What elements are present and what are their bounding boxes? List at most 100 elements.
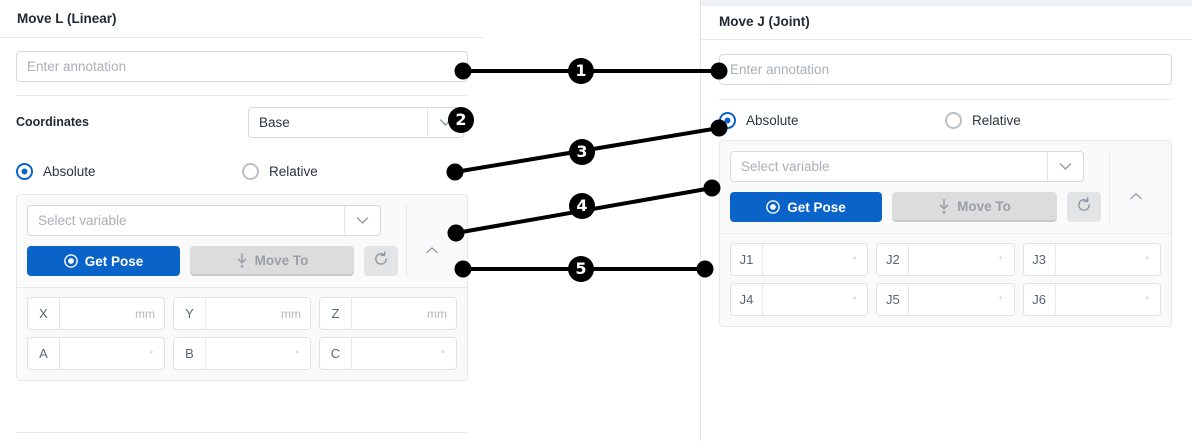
field-unit: ° — [441, 348, 445, 359]
field-key: C — [320, 338, 352, 369]
move-l-pose-controls: Select variable — [27, 205, 398, 276]
annotation-marker-5: 5 — [568, 256, 594, 282]
move-l-field-row: X mm Y mm Z mm — [27, 297, 457, 330]
field-key: J5 — [877, 284, 910, 315]
move-j-move-to-label: Move To — [957, 198, 1011, 214]
move-j-pose-controls: Select variable — [730, 151, 1101, 222]
move-l-panel: Move L (Linear) Coordinates Base — [0, 0, 484, 441]
field-key: Y — [174, 298, 206, 329]
move-j-pose-top: Select variable — [720, 141, 1171, 233]
header-divider — [0, 37, 484, 38]
coordinates-label: Coordinates — [16, 115, 89, 129]
move-l-field-z[interactable]: Z mm — [319, 297, 457, 330]
move-j-field-grid: J1 ° J2 ° J3 ° J — [720, 233, 1171, 326]
radio-dot-icon — [719, 111, 736, 129]
coordinates-select-value: Base — [259, 114, 290, 130]
chevron-up-icon — [425, 242, 439, 260]
move-l-button-row: Get Pose Move To — [27, 246, 398, 276]
field-unit: ° — [1145, 254, 1149, 265]
field-unit: mm — [427, 306, 447, 321]
move-l-annotation-input[interactable] — [16, 51, 468, 82]
move-j-relative-radio[interactable]: Relative — [945, 111, 1021, 129]
move-l-variable-select[interactable]: Select variable — [27, 205, 381, 236]
move-j-annotation-wrap — [719, 40, 1172, 99]
move-l-field-grid: X mm Y mm Z mm A — [17, 287, 467, 380]
move-j-get-pose-label: Get Pose — [787, 199, 846, 215]
field-key: J3 — [1024, 244, 1056, 275]
move-l-mode-row: Absolute Relative — [16, 148, 468, 194]
annotation-divider — [719, 99, 1172, 100]
move-j-field-row: J1 ° J2 ° J3 ° — [730, 243, 1161, 276]
field-key: J4 — [731, 284, 763, 315]
move-j-field-j4[interactable]: J4 ° — [730, 283, 869, 316]
move-l-move-to-button[interactable]: Move To — [190, 246, 354, 276]
move-j-top-strip — [701, 0, 1192, 6]
move-j-get-pose-button[interactable]: Get Pose — [730, 192, 882, 222]
move-l-variable-value: Select variable — [38, 213, 127, 228]
move-l-bottom-divider — [16, 432, 468, 433]
radio-dot-icon — [945, 111, 962, 129]
chevron-down-icon[interactable] — [344, 206, 380, 235]
radio-dot-icon — [16, 162, 33, 180]
annotation-divider — [16, 95, 468, 96]
move-j-field-j3[interactable]: J3 ° — [1022, 243, 1161, 276]
field-unit: ° — [852, 294, 857, 305]
chevron-down-icon[interactable] — [1047, 152, 1083, 181]
move-l-field-b[interactable]: B ° — [173, 337, 311, 370]
move-l-collapse-button[interactable] — [406, 205, 457, 276]
record-circle-icon — [63, 254, 78, 268]
move-l-pose-top: Select variable — [17, 195, 467, 287]
field-unit: mm — [281, 306, 301, 321]
annotation-marker-4: 4 — [569, 193, 595, 219]
move-j-absolute-radio[interactable]: Absolute — [719, 111, 945, 129]
coordinates-select[interactable]: Base — [248, 106, 464, 138]
annotation-connector — [455, 186, 713, 235]
field-key: J1 — [731, 244, 763, 275]
move-l-get-pose-label: Get Pose — [84, 253, 144, 269]
move-l-field-y[interactable]: Y mm — [173, 297, 311, 330]
move-j-variable-select[interactable]: Select variable — [730, 151, 1084, 182]
record-circle-icon — [766, 200, 781, 214]
move-l-relative-radio[interactable]: Relative — [242, 162, 318, 180]
field-unit: ° — [1145, 294, 1149, 305]
move-j-field-row: J4 ° J5 ° J6 ° — [730, 283, 1161, 316]
field-key: A — [28, 338, 60, 369]
move-j-refresh-button[interactable] — [1067, 192, 1101, 222]
chevron-up-icon — [1129, 188, 1143, 206]
move-j-title: Move J (Joint) — [719, 14, 810, 29]
move-l-field-row: A ° B ° C ° — [27, 337, 457, 370]
move-l-relative-label: Relative — [269, 163, 318, 179]
move-j-annotation-input[interactable] — [719, 54, 1172, 85]
move-l-absolute-label: Absolute — [43, 163, 96, 179]
field-unit: ° — [999, 294, 1003, 305]
move-j-field-j6[interactable]: J6 ° — [1022, 283, 1161, 316]
field-unit: ° — [149, 348, 153, 359]
field-unit: ° — [999, 254, 1003, 265]
move-j-field-j5[interactable]: J5 ° — [876, 283, 1015, 316]
refresh-icon — [373, 250, 389, 272]
move-j-panel: Move J (Joint) Absolute Relative — [700, 0, 1192, 441]
move-l-move-to-label: Move To — [254, 252, 309, 268]
move-l-refresh-button[interactable] — [364, 246, 398, 276]
move-j-button-row: Get Pose Move To — [730, 192, 1101, 222]
move-j-field-j2[interactable]: J2 ° — [876, 243, 1015, 276]
annotation-marker-1: 1 — [568, 58, 594, 84]
move-l-field-a[interactable]: A ° — [27, 337, 165, 370]
move-l-field-x[interactable]: X mm — [27, 297, 165, 330]
field-key: B — [174, 338, 206, 369]
move-j-move-to-button[interactable]: Move To — [892, 192, 1057, 222]
chevron-down-icon[interactable] — [427, 107, 463, 137]
refresh-icon — [1076, 196, 1092, 218]
move-j-collapse-button[interactable] — [1109, 151, 1161, 222]
move-l-get-pose-button[interactable]: Get Pose — [27, 246, 180, 276]
field-key: J2 — [877, 244, 910, 275]
coordinates-row: Coordinates Base — [16, 96, 468, 148]
field-unit: ° — [852, 254, 857, 265]
move-j-field-j1[interactable]: J1 ° — [730, 243, 869, 276]
annotation-marker-3: 3 — [569, 139, 595, 165]
move-l-field-c[interactable]: C ° — [319, 337, 457, 370]
move-down-icon — [938, 198, 950, 214]
move-l-absolute-radio[interactable]: Absolute — [16, 162, 242, 180]
move-j-absolute-label: Absolute — [746, 112, 799, 128]
